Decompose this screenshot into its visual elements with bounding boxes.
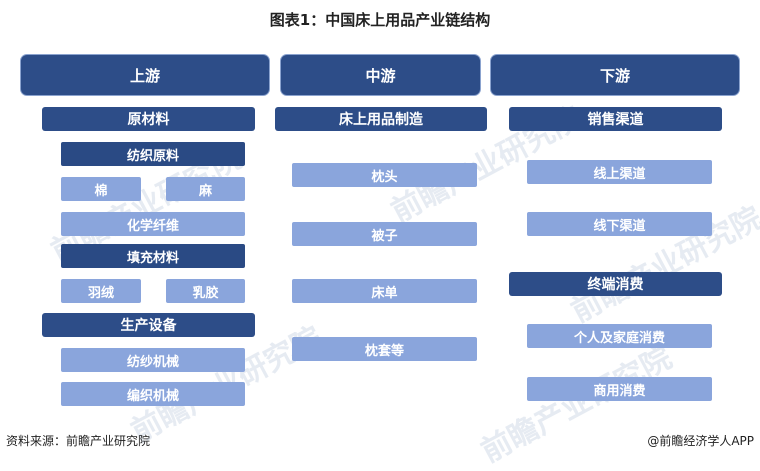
stage-upstream: 上游 <box>20 54 270 96</box>
personal-household-box: 个人及家庭消费 <box>527 324 712 348</box>
terminal-consumption-category: 终端消费 <box>509 272 722 296</box>
online-channel-box: 线上渠道 <box>527 160 712 184</box>
midstream-category: 床上用品制造 <box>275 107 487 131</box>
mid-item-pillow: 枕头 <box>292 163 477 187</box>
cotton-box: 棉 <box>61 177 141 201</box>
spinning-machinery-box: 纺纱机械 <box>61 348 245 372</box>
mid-item-quilt: 被子 <box>292 222 477 246</box>
stage-downstream: 下游 <box>490 54 740 96</box>
raw-material-group: 纺织原料 <box>61 142 245 166</box>
chemical-fiber-box: 化学纤维 <box>61 212 245 236</box>
weaving-machinery-box: 编织机械 <box>61 382 245 406</box>
hemp-box: 麻 <box>166 177 245 201</box>
commercial-consumption-box: 商用消费 <box>527 377 712 401</box>
downstream-category: 销售渠道 <box>509 107 722 131</box>
filling-material-group: 填充材料 <box>61 244 245 268</box>
source-note: 资料来源：前瞻产业研究院 <box>6 433 151 448</box>
mid-item-sheet: 床单 <box>292 279 477 303</box>
stage-midstream: 中游 <box>280 54 481 96</box>
mid-item-pillowcase: 枕套等 <box>292 337 477 361</box>
chart-title: 图表1：中国床上用品产业链结构 <box>269 10 491 29</box>
upstream-category: 原材料 <box>42 107 255 131</box>
watermark: 前瞻产业研究院 <box>475 340 678 470</box>
offline-channel-box: 线下渠道 <box>527 212 712 236</box>
feather-box: 羽绒 <box>61 279 141 303</box>
equipment-group: 生产设备 <box>42 313 255 337</box>
latex-box: 乳胶 <box>166 279 245 303</box>
credit-note: @前瞻经济学人APP <box>647 433 754 448</box>
